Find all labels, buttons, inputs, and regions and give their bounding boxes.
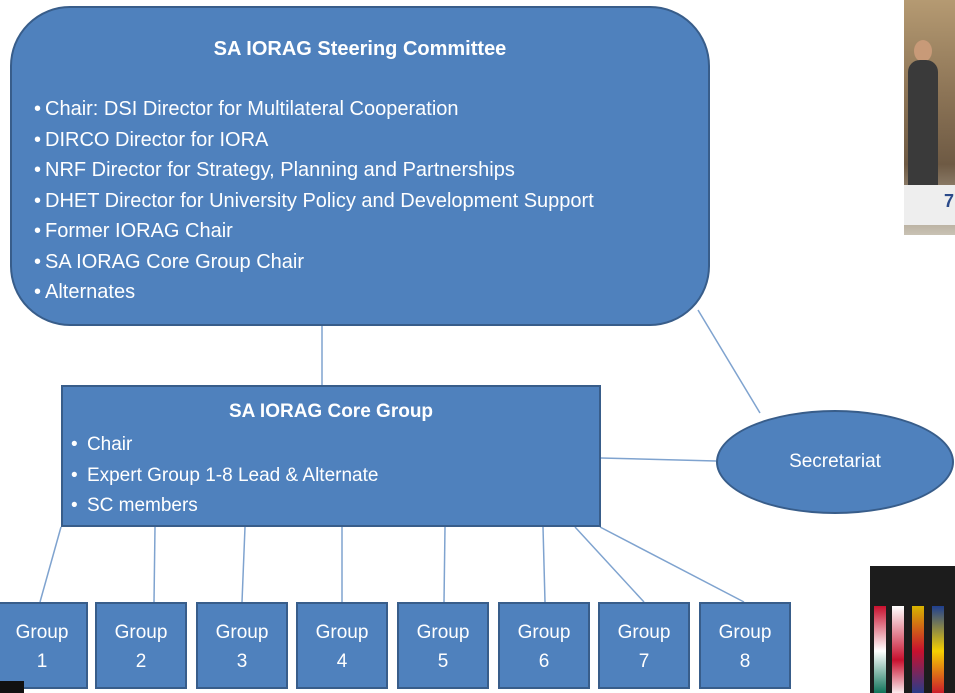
core-group6-connector xyxy=(542,526,546,603)
list-item: •Former IORAG Chair xyxy=(34,216,594,247)
bullet: • xyxy=(34,98,42,120)
flag-shape xyxy=(874,606,886,693)
list-item-text: Alternates xyxy=(45,281,136,303)
person-head xyxy=(914,40,932,62)
core-group1-connector xyxy=(39,526,62,603)
bullet: • xyxy=(34,159,42,181)
list-item: •NRF Director for Strategy, Planning and… xyxy=(34,155,594,186)
list-item: • SC members xyxy=(71,491,378,522)
list-item-text: NRF Director for Strategy, Planning and … xyxy=(45,159,515,181)
group-label: Group xyxy=(517,622,571,643)
group-label: Group xyxy=(617,622,671,643)
meeting-photo-top: 7 xyxy=(904,0,955,235)
steering-secretariat-connector xyxy=(697,309,761,414)
steering-committee-list: •Chair: DSI Director for Multilateral Co… xyxy=(34,94,594,308)
list-item: •Alternates xyxy=(34,277,594,308)
flag-shape xyxy=(912,606,924,693)
group-label: Group xyxy=(15,622,69,643)
list-item-text: Former IORAG Chair xyxy=(45,220,233,242)
core-group7-connector xyxy=(574,526,645,603)
group-box-3: Group 3 xyxy=(196,602,288,689)
group-box-7: Group 7 xyxy=(598,602,690,689)
podium-sign: 7 xyxy=(904,185,955,225)
bullet: • xyxy=(34,128,42,151)
flag-shape xyxy=(892,606,904,693)
podium-sign-text: 7 xyxy=(944,191,955,211)
group-box-8: Group 8 xyxy=(699,602,791,689)
core-group-list: • Chair • Expert Group 1-8 Lead & Altern… xyxy=(71,430,378,522)
list-item: • Chair xyxy=(71,430,378,461)
group-box-4: Group 4 xyxy=(296,602,388,689)
group-number: 2 xyxy=(135,651,147,672)
core-group-title: SA IORAG Core Group xyxy=(228,401,434,422)
list-item-text: Chair: DSI Director for Multilateral Coo… xyxy=(45,98,459,120)
core-group5-connector xyxy=(443,526,446,603)
group-label: Group xyxy=(718,622,772,643)
group-number: 5 xyxy=(437,651,449,672)
core-secretariat-connector xyxy=(600,457,717,462)
group-box-5: Group 5 xyxy=(397,602,489,689)
list-item: •SA IORAG Core Group Chair xyxy=(34,247,594,278)
core-group-box: SA IORAG Core Group • Chair • Expert Gro… xyxy=(61,385,601,527)
group-box-1: Group 1 xyxy=(0,602,88,689)
list-item: •DHET Director for University Policy and… xyxy=(34,186,594,217)
bullet: • xyxy=(34,189,42,212)
secretariat-ellipse: Secretariat xyxy=(716,410,954,514)
flag-shape xyxy=(932,606,944,693)
flags-photo-bottom xyxy=(870,566,955,693)
group-number: 7 xyxy=(638,651,650,672)
bullet: • xyxy=(34,250,42,273)
list-item-text: Chair xyxy=(86,434,133,455)
core-group8-connector xyxy=(599,526,745,603)
list-item-text: Expert Group 1-8 Lead & Alternate xyxy=(86,464,379,486)
group-number: 3 xyxy=(236,651,248,672)
group-number: 6 xyxy=(538,651,550,672)
list-item: •Chair: DSI Director for Multilateral Co… xyxy=(34,94,594,125)
group-box-6: Group 6 xyxy=(498,602,590,689)
group-label: Group xyxy=(114,622,168,643)
group-number: 1 xyxy=(36,651,48,672)
group-label: Group xyxy=(215,622,269,643)
group-label: Group xyxy=(315,622,369,643)
list-item-text: SC members xyxy=(86,495,198,516)
corner-mark xyxy=(0,681,24,693)
group-number: 4 xyxy=(336,651,348,672)
list-item-text: SA IORAG Core Group Chair xyxy=(45,250,304,273)
bullet: • xyxy=(71,495,78,516)
list-item-text: DIRCO Director for IORA xyxy=(45,128,269,151)
list-item: • Expert Group 1-8 Lead & Alternate xyxy=(71,461,378,492)
bullet: • xyxy=(34,220,42,242)
core-group2-connector xyxy=(153,526,156,603)
group-box-2: Group 2 xyxy=(95,602,187,689)
list-item-text: DHET Director for University Policy and … xyxy=(45,189,594,212)
secretariat-label: Secretariat xyxy=(789,451,881,472)
bullet: • xyxy=(71,434,78,455)
steering-committee-box: SA IORAG Steering Committee •Chair: DSI … xyxy=(10,6,710,326)
bullet: • xyxy=(71,464,78,486)
group-label: Group xyxy=(416,622,470,643)
list-item: •DIRCO Director for IORA xyxy=(34,125,594,156)
steering-committee-title: SA IORAG Steering Committee xyxy=(213,38,507,60)
core-group3-connector xyxy=(241,526,246,603)
group-number: 8 xyxy=(739,651,751,672)
bullet: • xyxy=(34,281,42,303)
